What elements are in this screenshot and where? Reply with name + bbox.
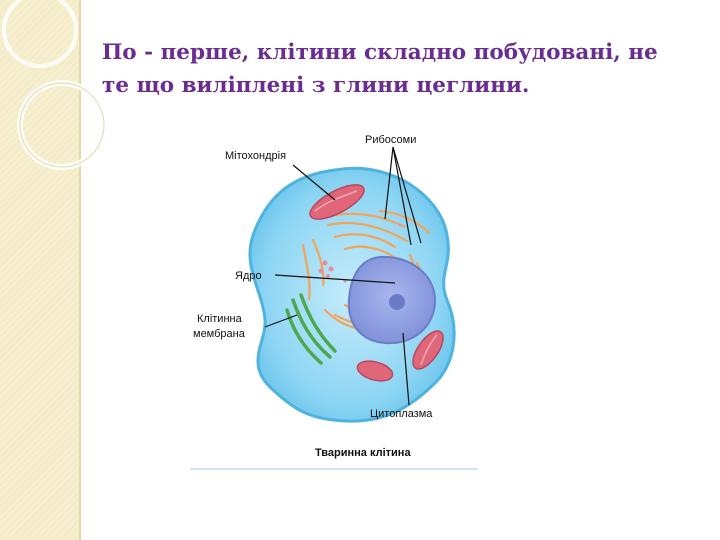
nucleolus (389, 294, 405, 310)
side-decoration-panel (0, 0, 79, 540)
mitochondrion-bottom (356, 360, 394, 382)
side-divider (79, 0, 81, 540)
golgi-apparatus (285, 293, 337, 365)
label-ribosomes: Рибосоми (365, 134, 416, 146)
cell-svg: Мітохондрія Рибосоми Ядро Клітинна мембр… (190, 134, 478, 470)
mitochondrion-top (309, 184, 365, 220)
diagram-caption: Тваринна клітина (315, 447, 411, 459)
mitochondrion-right (412, 330, 444, 370)
label-mitochondria: Мітохондрія (225, 150, 286, 162)
nucleus (347, 255, 437, 345)
label-membrane-line2: мембрана (193, 328, 246, 340)
leader-lines (264, 146, 422, 406)
slide-title: По - перше, клітини складно побудовані, … (102, 40, 658, 98)
label-membrane-line1: Клітинна (197, 313, 243, 325)
animal-cell-diagram: Мітохондрія Рибосоми Ядро Клітинна мембр… (185, 115, 485, 480)
label-cytoplasm: Цитоплазма (370, 408, 433, 420)
label-nucleus: Ядро (235, 270, 262, 282)
